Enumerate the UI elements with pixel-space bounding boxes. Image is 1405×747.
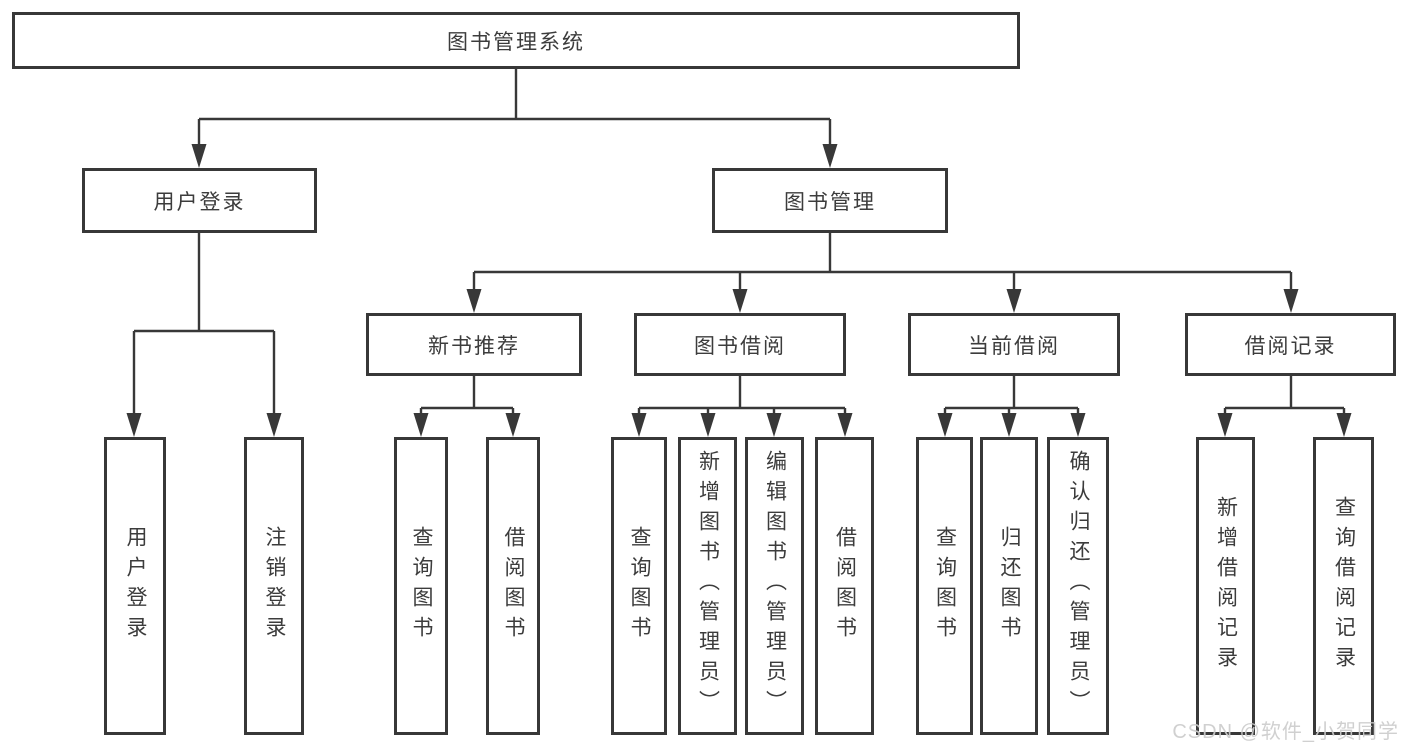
node-borrowing-records: 借阅记录	[1185, 313, 1396, 376]
leaf-current-query-books: 查询图书	[916, 437, 973, 735]
leaf-current-confirm-return-admin: 确认归还（管理员）	[1047, 437, 1109, 735]
leaf-label: 查询图书	[933, 526, 957, 646]
leaf-records-query-record: 查询借阅记录	[1313, 437, 1374, 735]
arrow-icon	[822, 144, 838, 168]
arrow-icon	[1336, 413, 1352, 437]
arrow-icon	[191, 144, 207, 168]
leaf-label: 注销登录	[263, 526, 286, 646]
leaf-borrowing-query-books: 查询图书	[611, 437, 667, 735]
leaf-label: 新增图书（管理员）	[696, 450, 720, 720]
arrow-icon	[937, 413, 953, 437]
connector-stems	[132, 68, 1346, 417]
arrow-icon	[1283, 289, 1299, 313]
node-book-borrowing: 图书借阅	[634, 313, 846, 376]
node-book-management: 图书管理	[712, 168, 948, 233]
arrow-icon	[631, 413, 647, 437]
node-library-system: 图书管理系统	[12, 12, 1020, 69]
leaf-label: 查询图书	[410, 526, 433, 646]
leaf-label: 借阅图书	[833, 526, 857, 646]
leaf-label: 编辑图书（管理员）	[763, 450, 787, 720]
leaf-label: 借阅图书	[502, 526, 525, 646]
leaf-label: 查询借阅记录	[1332, 496, 1356, 676]
node-label: 当前借阅	[968, 334, 1060, 358]
arrow-icon	[266, 413, 282, 437]
arrow-icon	[1217, 413, 1233, 437]
leaf-borrowing-add-books-admin: 新增图书（管理员）	[678, 437, 737, 735]
node-current-borrowing: 当前借阅	[908, 313, 1120, 376]
leaf-newbooks-borrow-books: 借阅图书	[486, 437, 540, 735]
arrow-icon	[766, 413, 782, 437]
leaf-logout: 注销登录	[244, 437, 304, 735]
leaf-label: 确认归还（管理员）	[1067, 450, 1090, 720]
leaf-label: 新增借阅记录	[1214, 496, 1238, 676]
leaf-borrowing-edit-books-admin: 编辑图书（管理员）	[745, 437, 804, 735]
node-new-book-recommendation: 新书推荐	[366, 313, 582, 376]
arrow-icon	[1006, 289, 1022, 313]
leaf-label: 归还图书	[998, 526, 1021, 646]
csdn-watermark: CSDN @软件_小贺同学	[1172, 721, 1399, 743]
leaf-borrowing-borrow-books: 借阅图书	[815, 437, 874, 735]
leaf-current-return-books: 归还图书	[980, 437, 1038, 735]
arrow-icon	[1070, 413, 1086, 437]
arrow-icon	[837, 413, 853, 437]
node-user-login: 用户登录	[82, 168, 317, 233]
leaf-newbooks-query-books: 查询图书	[394, 437, 448, 735]
arrow-icon	[732, 289, 748, 313]
leaf-user-login: 用户登录	[104, 437, 166, 735]
arrow-icon	[126, 413, 142, 437]
leaf-records-add-record: 新增借阅记录	[1196, 437, 1255, 735]
node-label: 图书管理	[784, 190, 876, 214]
arrow-icon	[505, 413, 521, 437]
node-label: 新书推荐	[428, 334, 520, 358]
arrow-icon	[1001, 413, 1017, 437]
arrow-icon	[466, 289, 482, 313]
node-label: 借阅记录	[1244, 334, 1337, 358]
node-label: 图书借阅	[694, 334, 786, 358]
arrow-icon	[413, 413, 429, 437]
arrow-icon	[700, 413, 716, 437]
node-label: 用户登录	[153, 190, 246, 214]
node-label: 图书管理系统	[447, 30, 585, 54]
leaf-label: 查询图书	[628, 526, 651, 646]
arrowheads	[126, 144, 1352, 437]
leaf-label: 用户登录	[124, 526, 147, 646]
